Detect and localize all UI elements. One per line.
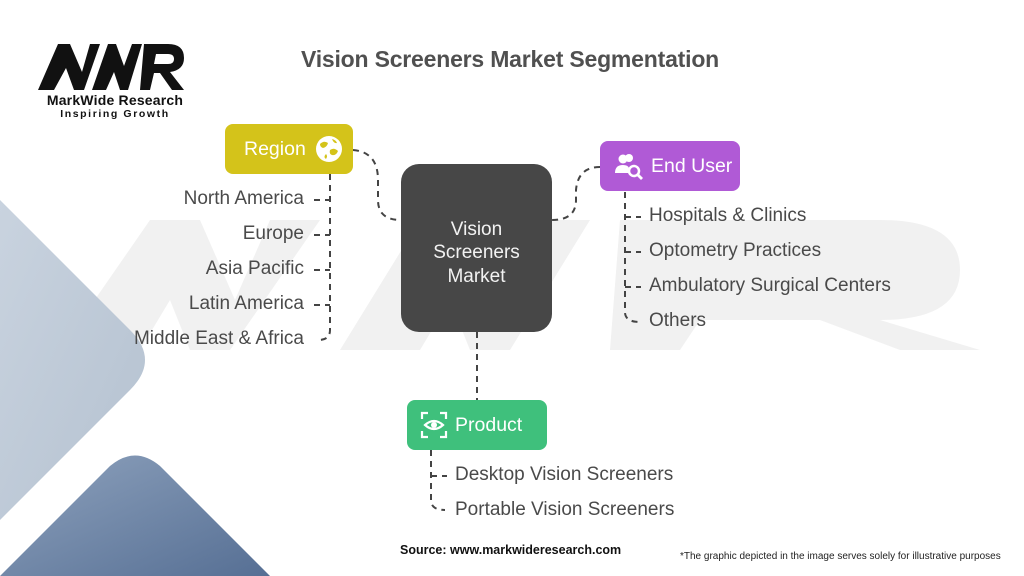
logo-tagline: Inspiring Growth	[60, 108, 170, 120]
end-user-pill: End User	[600, 141, 740, 191]
region-item: Middle East & Africa	[133, 328, 304, 349]
center-line-2: Screeners	[433, 242, 520, 264]
region-item: Asia Pacific	[205, 258, 304, 279]
region-pill: Region	[225, 124, 353, 174]
logo-name: MarkWide Research	[46, 92, 184, 108]
page-title: Vision Screeners Market Segmentation	[300, 46, 720, 72]
region-item: Europe	[242, 223, 304, 244]
product-label: Product	[455, 413, 523, 436]
users-search-icon	[615, 154, 643, 180]
center-line-3: Market	[447, 265, 506, 287]
region-label: Region	[244, 137, 306, 160]
center-line-1: Vision	[450, 218, 503, 240]
region-item: North America	[183, 188, 304, 209]
globe-icon	[315, 136, 342, 162]
bg-shape-dark	[0, 455, 270, 576]
product-item: Portable Vision Screeners	[455, 499, 675, 520]
logo: MarkWide Research Inspiring Growth	[30, 40, 190, 120]
product-pill: Product	[407, 400, 547, 450]
end-user-item: Optometry Practices	[649, 240, 822, 261]
center-node: Vision Screeners Market	[401, 164, 552, 332]
eye-scan-icon	[420, 411, 448, 439]
disclaimer-text: *The graphic depicted in the image serve…	[680, 551, 1001, 562]
product-item: Desktop Vision Screeners	[455, 464, 674, 485]
end-user-item: Others	[649, 310, 707, 331]
bg-shape-light	[0, 200, 145, 520]
source-text: Source: www.markwideresearch.com	[400, 543, 622, 557]
end-user-item: Ambulatory Surgical Centers	[649, 275, 891, 296]
mwr-logo-mark	[38, 44, 184, 90]
region-item: Latin America	[188, 293, 304, 314]
end-user-item: Hospitals & Clinics	[649, 205, 807, 226]
end-user-label: End User	[651, 154, 733, 177]
